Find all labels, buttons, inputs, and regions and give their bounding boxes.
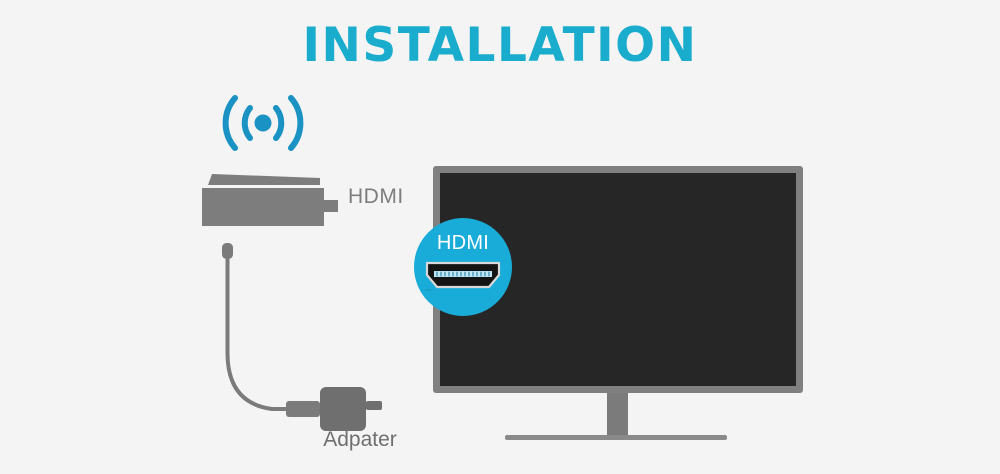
- wireless-signal-icon: [210, 92, 316, 154]
- hdmi-port-icon: [415, 261, 501, 316]
- hdmi-callout-label: HDMI: [436, 232, 490, 254]
- page-title: INSTALLATION: [302, 18, 698, 73]
- hdmi-dongle: [198, 172, 346, 234]
- adapter-label: Adpater: [323, 428, 397, 451]
- power-cable: [214, 243, 334, 423]
- tv-stand-base: [505, 435, 727, 440]
- tv-stand-neck: [607, 393, 628, 437]
- hdmi-port-callout: HDMI: [414, 218, 512, 316]
- hdmi-dongle-label: HDMI: [348, 185, 404, 208]
- power-adapter: [320, 387, 382, 431]
